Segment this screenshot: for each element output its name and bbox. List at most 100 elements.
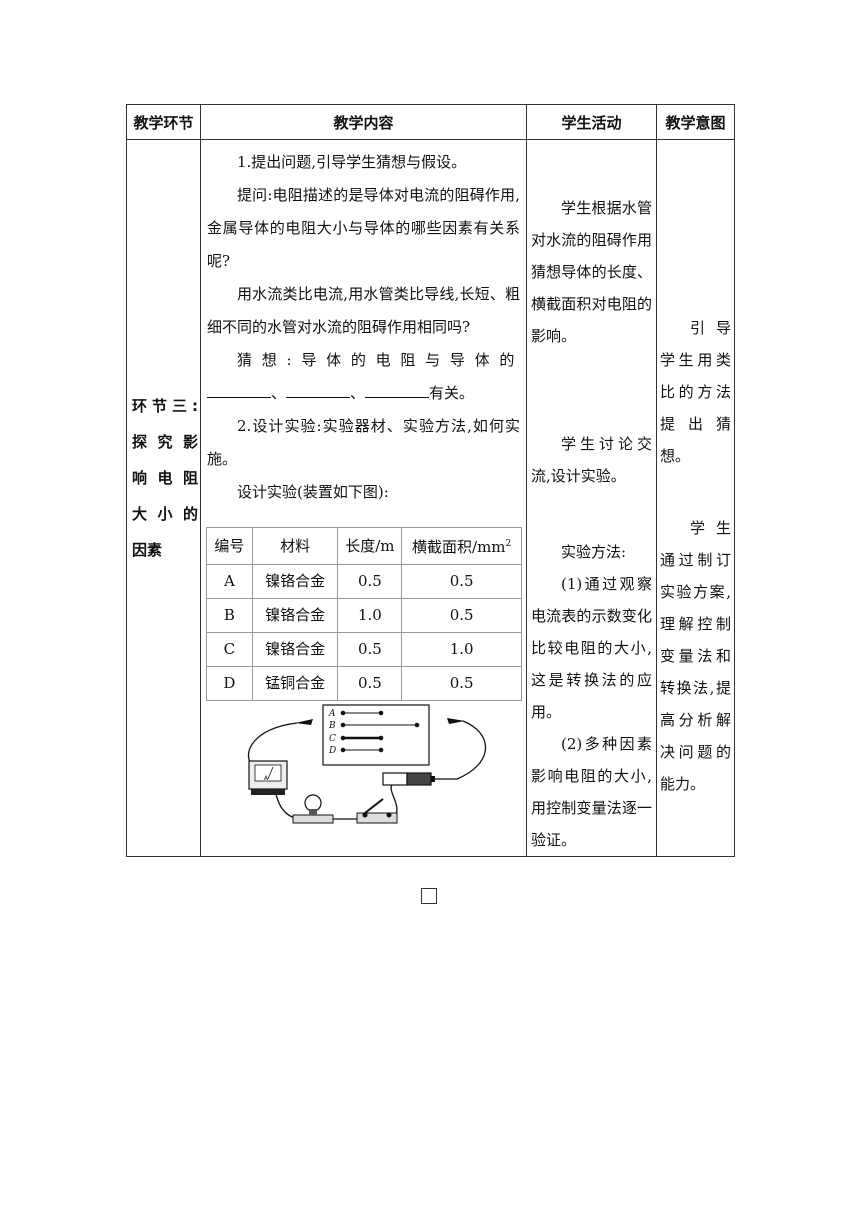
ammeter-base	[251, 789, 285, 795]
data-header: 长度/m	[337, 527, 403, 565]
bulb	[304, 794, 322, 812]
terminal	[340, 710, 346, 716]
header-content: 教学内容	[200, 104, 527, 140]
ammeter-needle	[267, 766, 274, 780]
content-paragraph: 提问:电阻描述的是导体对电流的阻碍作用,金属导体的电阻大小与导体的哪些因素有关系…	[207, 186, 520, 270]
content-cell: 1.提出问题,引导学生猜想与假设。 提问:电阻描述的是导体对电流的阻碍作用,金属…	[200, 139, 527, 857]
table-cell: 0.5	[337, 564, 403, 599]
switch-terminal	[386, 812, 392, 818]
wire-label-a: A	[328, 709, 336, 719]
clip-right	[447, 718, 465, 724]
battery-cell	[406, 772, 432, 786]
unit-exponent: 2	[505, 539, 512, 549]
hypothesis-end: 有关。	[429, 384, 475, 402]
table-cell: 镍铬合金	[251, 598, 339, 633]
fill-blank-1	[207, 377, 271, 398]
activity-cell: 学生根据水管对水流的阻碍作用猜想导体的长度、横截面积对电阻的影响。 学生讨论交流…	[526, 139, 657, 857]
activity-paragraph: 学生根据水管对水流的阻碍作用猜想导体的长度、横截面积对电阻的影响。	[531, 199, 652, 345]
intent-cell: 引导学生用类比的方法提出猜想。 学生通过制订实验方案,理解控制变量法和转换法,提…	[656, 139, 735, 857]
terminal	[378, 710, 384, 716]
circuit-diagram: A B C D	[247, 704, 487, 824]
table-cell: 0.5	[337, 666, 403, 701]
hypothesis-paragraph: 猜想:导体的电阻与导体的、 、 有关。	[207, 344, 520, 410]
activity-paragraph: (1)通过观察电流表的示数变化比较电阻的大小,这是转换法的应用。	[531, 575, 652, 721]
table-cell: 镍铬合金	[251, 564, 339, 599]
body-row: 环节三: 探究影 响电阻 大小的 因素 1.提出问题,引导学生猜想与假设。 提问…	[126, 139, 735, 857]
switch-lever	[364, 798, 384, 814]
content-paragraph: 2.设计实验:实验器材、实验方法,如何实施。	[207, 417, 520, 468]
table-cell: 0.5	[401, 598, 522, 633]
empty-checkbox-square	[421, 888, 437, 904]
table-cell: 0.5	[337, 632, 403, 667]
header-row: 教学环节 教学内容 学生活动 教学意图	[126, 104, 735, 140]
switch-terminal	[362, 812, 368, 818]
ammeter-symbol: A	[264, 775, 269, 782]
terminal	[340, 722, 346, 728]
lesson-plan-table: 教学环节 教学内容 学生活动 教学意图 环节三: 探究影 响电阻 大小的 因素 …	[126, 104, 735, 857]
header-activity: 学生活动	[526, 104, 657, 140]
bulb-socket	[309, 809, 317, 815]
data-header: 编号	[206, 527, 253, 565]
separator: 、	[271, 384, 287, 402]
terminal	[340, 747, 346, 753]
fill-blank-3	[365, 377, 430, 398]
stage-cell: 环节三: 探究影 响电阻 大小的 因素	[126, 139, 201, 857]
intent-paragraph: 引导学生用类比的方法提出猜想。	[660, 319, 731, 465]
activity-paragraph: 实验方法:	[561, 543, 627, 561]
stage-line: 大小的	[132, 505, 198, 523]
stage-line: 环节三:	[132, 397, 198, 415]
stage-line: 响电阻	[132, 469, 198, 487]
table-cell: 锰铜合金	[251, 666, 339, 701]
activity-text: 学生根据水管对水流的阻碍作用猜想导体的长度、横截面积对电阻的影响。 学生讨论交流…	[527, 140, 656, 856]
table-cell: B	[206, 598, 253, 633]
table-row: B 镍铬合金 1.0 0.5	[206, 598, 522, 633]
wire-label-b: B	[328, 721, 336, 731]
data-header: 材料	[251, 527, 339, 565]
header-intent: 教学意图	[656, 104, 735, 140]
table-cell: A	[206, 564, 253, 599]
fill-blank-2	[286, 377, 351, 398]
wire-label-c: C	[329, 734, 336, 744]
conductor-data-table: 编号 材料 长度/m 横截面积/mm2 A 镍铬合金 0.5 0.5 B 镍铬合…	[206, 527, 522, 701]
terminal	[378, 747, 384, 753]
terminal	[340, 735, 346, 741]
clip-left	[295, 719, 313, 725]
battery-cell	[382, 772, 408, 786]
terminal	[378, 735, 384, 741]
content-paragraph: 用水流类比电流,用水管类比导线,长短、粗细不同的水管对水流的阻碍作用相同吗?	[207, 285, 520, 336]
table-cell: 1.0	[401, 632, 522, 667]
table-cell: 0.5	[401, 564, 522, 599]
hypothesis-text: 猜想:导体的电阻与导体的	[237, 351, 520, 369]
content-text: 1.提出问题,引导学生猜想与假设。 提问:电阻描述的是导体对电流的阻碍作用,金属…	[201, 140, 526, 845]
content-paragraph: 设计实验(装置如下图):	[237, 483, 389, 501]
lead-wire	[456, 720, 487, 780]
table-cell: C	[206, 632, 253, 667]
ammeter-dial	[254, 764, 282, 782]
table-cell: 1.0	[337, 598, 403, 633]
table-cell: D	[206, 666, 253, 701]
table-row: D 锰铜合金 0.5 0.5	[206, 666, 522, 701]
lead-wire	[390, 780, 398, 818]
table-row: C 镍铬合金 0.5 1.0	[206, 632, 522, 667]
table-row: A 镍铬合金 0.5 0.5	[206, 564, 522, 599]
activity-paragraph: 学生讨论交流,设计实验。	[531, 435, 652, 485]
table-cell: 0.5	[401, 666, 522, 701]
content-paragraph: 1.提出问题,引导学生猜想与假设。	[237, 153, 467, 171]
data-header: 横截面积/mm	[412, 538, 506, 556]
table-cell: 镍铬合金	[251, 632, 339, 667]
activity-paragraph: (2)多种因素影响电阻的大小,用控制变量法逐一验证。	[531, 735, 652, 849]
terminal	[414, 722, 420, 728]
battery-terminal	[431, 776, 435, 782]
separator: 、	[350, 384, 366, 402]
lead-wire	[247, 722, 298, 764]
stage-line: 探究影	[132, 433, 198, 451]
switch-base	[356, 812, 398, 824]
stage-line: 因素	[132, 541, 163, 559]
data-header-area: 横截面积/mm2	[401, 527, 522, 565]
bulb-base	[292, 814, 334, 824]
data-header-row: 编号 材料 长度/m 横截面积/mm2	[206, 527, 522, 565]
header-stage: 教学环节	[126, 104, 201, 140]
stage-label: 环节三: 探究影 响电阻 大小的 因素	[127, 388, 200, 568]
wire-label-d: D	[328, 746, 336, 756]
